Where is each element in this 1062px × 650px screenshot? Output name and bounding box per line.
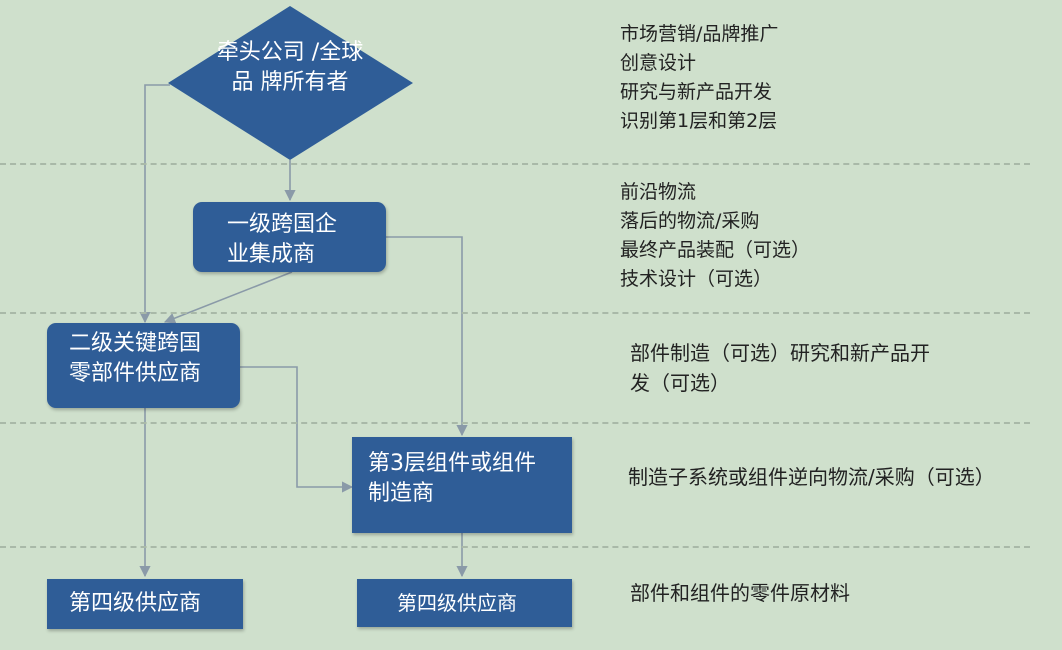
node-tier4-left-line-1: 第四级供应商 bbox=[69, 591, 202, 616]
divider-3 bbox=[0, 422, 1030, 424]
divider-1 bbox=[0, 163, 1030, 165]
node-tier4-right-line-1: 第四级供应商 bbox=[397, 591, 517, 615]
description-row-4-line: 制造子系统或组件逆向物流/采购（可选） bbox=[628, 465, 995, 489]
description-row-5: 部件和组件的零件原材料 bbox=[630, 578, 850, 608]
node-lead-line-2: /全球品 bbox=[231, 40, 364, 95]
node-tier3: 第3层组件或组件 制造商 bbox=[352, 437, 572, 533]
node-tier1-line-2: 业集成商 bbox=[227, 242, 316, 267]
divider-4 bbox=[0, 546, 1030, 548]
description-row-3: 部件制造（可选）研究和新产品开 发（可选） bbox=[630, 338, 930, 398]
description-row-1: 市场营销/品牌推广 创意设计 研究与新产品开发 识别第1层和第2层 bbox=[620, 20, 778, 136]
node-tier1: 一级跨国企 业集成商 bbox=[193, 202, 386, 272]
node-lead: 牵头公司 /全球品 牌所有者 bbox=[215, 38, 365, 98]
description-row-2-line: 技术设计（可选） bbox=[620, 268, 773, 290]
node-tier2: 二级关键跨国 零部件供应商 bbox=[47, 323, 240, 408]
description-row-5-line: 部件和组件的零件原材料 bbox=[630, 581, 850, 605]
node-tier2-line-1: 二级关键跨国 bbox=[69, 331, 202, 356]
description-row-2-line: 最终产品装配（可选） bbox=[620, 239, 811, 261]
connector-lead-to-tier2 bbox=[139, 84, 170, 324]
connector-tier1-to-tier3 bbox=[385, 236, 468, 437]
node-tier4-left: 第四级供应商 bbox=[47, 579, 243, 629]
node-lead-line-3: 牌所有者 bbox=[260, 70, 349, 95]
node-tier3-line-1: 第3层组件或组件 bbox=[368, 451, 536, 476]
description-row-3-line: 发（可选） bbox=[630, 371, 730, 395]
description-row-1-line: 识别第1层和第2层 bbox=[620, 110, 778, 132]
node-tier1-line-1: 一级跨国企 bbox=[227, 212, 338, 237]
node-lead-line-1: 牵头公司 bbox=[216, 40, 305, 65]
description-row-1-line: 研究与新产品开发 bbox=[620, 81, 773, 103]
description-row-1-line: 创意设计 bbox=[620, 52, 697, 74]
description-row-1-line: 市场营销/品牌推广 bbox=[620, 23, 779, 45]
description-row-2: 前沿物流 落后的物流/采购 最终产品装配（可选） 技术设计（可选） bbox=[620, 178, 810, 294]
description-row-4: 制造子系统或组件逆向物流/采购（可选） bbox=[628, 462, 995, 492]
description-row-2-line: 前沿物流 bbox=[620, 181, 697, 203]
description-row-3-line: 部件制造（可选）研究和新产品开 bbox=[630, 341, 930, 365]
description-row-2-line: 落后的物流/采购 bbox=[620, 210, 760, 232]
node-tier2-line-2: 零部件供应商 bbox=[69, 361, 202, 386]
lead-diamond-shape bbox=[168, 6, 413, 160]
node-tier3-line-2: 制造商 bbox=[368, 481, 435, 506]
node-tier4-right: 第四级供应商 bbox=[357, 579, 572, 627]
connector-tier1-to-tier2 bbox=[163, 271, 293, 324]
connector-tier2-to-tier3 bbox=[240, 366, 354, 493]
divider-2 bbox=[0, 312, 1030, 314]
